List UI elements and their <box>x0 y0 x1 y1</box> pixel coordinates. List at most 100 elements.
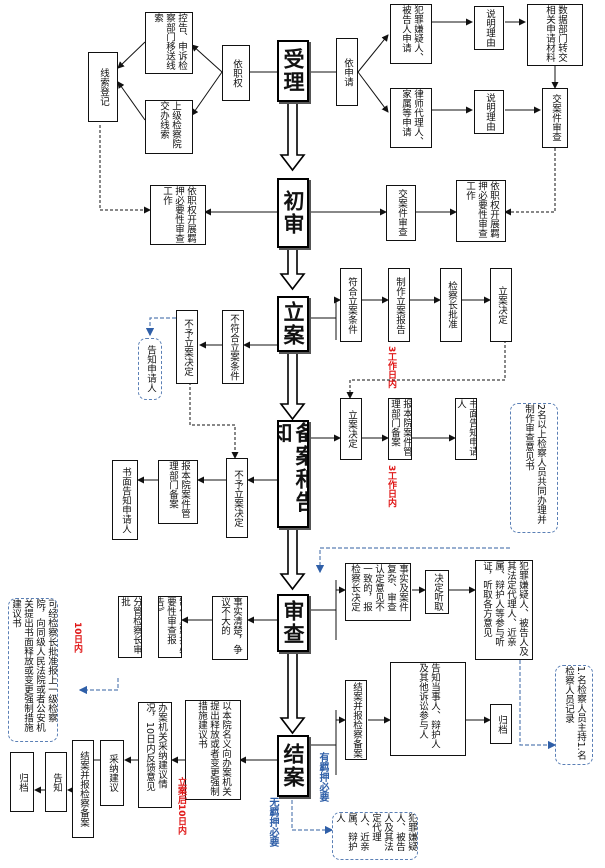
node-shuoming-1: 说明理由 <box>474 6 504 50</box>
node-beian-baosong: 报本院案件管理部门备案 <box>388 398 412 460</box>
node-shuoming-2: 说明理由 <box>474 90 504 134</box>
node-gongsu-jiancha: 控告、申诉检察部门移送线索 <box>145 12 193 74</box>
node-shuoming-1-label: 说明理由 <box>484 9 495 47</box>
node-beian-shumian-label: 书面告知申请人 <box>455 399 477 456</box>
node-buyu-lian-label: 不予立案决定 <box>182 318 193 376</box>
beian-time-limit-text: 3工作日内 <box>386 464 396 508</box>
node-lian-jueding: 立案决定 <box>490 268 512 342</box>
node-fanzui-xianyiren-label: 犯罪嫌疑人、被告人申请 <box>400 5 423 62</box>
node-jiean-gaozhi-2: 告知 <box>45 752 67 812</box>
node-chushen-right: 依职权开展羁押必要性审查工作 <box>456 180 506 242</box>
stage-jiean-label: 结案 <box>281 743 305 789</box>
node-beian-shumian: 书面告知申请人 <box>455 398 477 460</box>
node-jiean-guidang-left: 归档 <box>10 752 34 812</box>
node-jiean-dash-bottom: 犯罪嫌疑人、被告人及其法定代理人、近亲属、辩护人 <box>332 812 418 860</box>
node-fenguan-jianchazhang-label: 分管检察长审批 <box>119 597 142 654</box>
node-chushen-jiaoan-label: 交案件审查 <box>396 189 407 237</box>
stage-shencha-label: 审查 <box>281 600 305 646</box>
node-shencha-fanying: 事实及案件复杂、审查认定意见不一致的，报检察长决定 <box>345 563 411 621</box>
node-yi-zhiquan-label: 依职权 <box>231 58 242 88</box>
lian-time-limit-text: 3工作日内 <box>386 345 396 389</box>
node-xiansuo-dengji-label: 线索登记 <box>98 68 109 106</box>
node-yi-shenqing-label: 依申请 <box>342 57 353 87</box>
node-xiansuo-dengji: 线索登记 <box>88 52 118 122</box>
node-beian-baosong-label: 报本院案件管理部门备案 <box>389 399 412 456</box>
node-jiancharenyuan-label: 犯罪嫌疑人、被告人及其法定代理人、近亲属、辩护人等参与听证，听取各方意见 <box>481 561 528 656</box>
stage-chushen: 初审 <box>277 178 309 248</box>
node-shencha-zhizuo-label: 制作《羁押必要性审查报告》 <box>158 597 181 654</box>
node-jiancharenyuan: 犯罪嫌疑人、被告人及其法定代理人、近亲属、辩护人等参与听证，听取各方意见 <box>475 560 533 660</box>
shencha-time-limit: 10日内 <box>68 612 86 662</box>
node-jueding-tingqu-label: 决定听取 <box>432 573 443 611</box>
node-beian-shumian-2-label: 书面告知申请人 <box>120 466 131 534</box>
node-jiean-guidang-left-label: 归档 <box>17 772 28 792</box>
node-beian-dash-note: 2名以上检察人员共同办理并制作审查意见书 <box>510 403 558 533</box>
node-beian-lian-jueding: 立案决定 <box>340 398 362 460</box>
node-shuju-xiangguan-label: 数据部门转交相关申请材料 <box>544 5 567 62</box>
node-gaozhi-shenqingren: 告知申请人 <box>138 338 162 400</box>
node-shencha-fanying-label: 事实及案件复杂、审查认定意见不一致的，报检察长决定 <box>349 564 408 612</box>
node-zhizuo-lian-baogao-label: 制作立案报告 <box>394 276 405 334</box>
jiean-time-limit: 立案后10日内 <box>172 770 190 842</box>
node-beian-dash-note-label: 2名以上检察人员共同办理并制作审查意见书 <box>523 404 546 525</box>
node-shuoming-2-label: 说明理由 <box>484 93 495 131</box>
blue-label-youjiya: 有羁押必要 <box>312 745 332 809</box>
node-weituo-label: 律师代理人、家属等申请 <box>400 89 423 146</box>
node-jiean-zhu-yuan-label: 以本院名义向办案机关提出释放或者变更强制措施建议书 <box>196 701 231 796</box>
node-jiean-caina-label: 采纳建议 <box>107 754 118 792</box>
node-jiean-baocun: 结案并报检察备案 <box>345 680 367 760</box>
node-fuhe-lian: 符合立案条件 <box>340 268 362 342</box>
node-jiean-fankui: 办案机关采纳建议情况，10日内反馈意见 <box>138 702 172 808</box>
node-jiean-gaozhi-2-label: 告知 <box>51 772 62 792</box>
node-gaozhi-shenqingren-label: 告知申请人 <box>145 345 156 393</box>
node-shencha-dash-left-label: 可经检察长批准报上一级检察院，向同级人民法院或者公安机关提出书面释放或变更强制措… <box>10 599 57 732</box>
node-fanzui-xianyiren: 犯罪嫌疑人、被告人申请 <box>390 4 432 64</box>
beian-time-limit: 3工作日内 <box>381 462 401 510</box>
node-gongsu-jiancha-label: 控告、申诉检察部门移送线索 <box>152 13 187 70</box>
node-chushen-right-label: 依职权开展羁押必要性审查工作 <box>464 181 499 238</box>
node-jueding-tingqu: 决定听取 <box>425 570 449 614</box>
node-tijiao-shencha: 交案件审查 <box>542 88 568 148</box>
node-fuhe-lian-label: 符合立案条件 <box>346 276 357 334</box>
node-lian-jueding-label: 立案决定 <box>496 286 507 324</box>
node-shangji-jiaoban-label: 上级检察院交办线索 <box>158 101 181 149</box>
node-shishi-qingchu: 事实清楚，争议不大的 <box>212 596 248 660</box>
blue-label-wujiya: 无羁押必要 <box>262 790 282 854</box>
stage-jiean: 结案 <box>277 735 309 797</box>
node-shencha-dash-right: 1.名检察人员主持1.名检察人员记录 <box>555 665 593 765</box>
node-beian-baosong-2-label: 报本院案件管理部门备案 <box>167 461 190 518</box>
node-jiean-jieshu-label: 结案并报检察备案 <box>78 751 89 827</box>
node-yi-shenqing: 依申请 <box>336 38 358 106</box>
node-jiean-dash-bottom-label: 犯罪嫌疑人、被告人及其法定代理人、近亲属、辩护人 <box>334 813 417 851</box>
stage-shouli-label: 受理 <box>281 48 305 94</box>
node-beian-lian-jueding-label: 立案决定 <box>346 410 357 448</box>
node-beian-buyu-label: 不予立案决定 <box>232 469 243 527</box>
node-jiean-gaozhi-label: 告知当事人、辩护人及其他诉讼参与人 <box>417 663 440 749</box>
node-beian-buyu: 不予立案决定 <box>226 458 248 538</box>
stage-lian: 立案 <box>277 296 309 352</box>
node-weituo: 律师代理人、家属等申请 <box>390 88 432 148</box>
stage-chushen-label: 初审 <box>281 190 305 236</box>
blue-label-youjiya-text: 有羁押必要 <box>317 752 328 802</box>
node-bufuhe-label: 不符合立案条件 <box>228 313 239 381</box>
stage-flow-arrows <box>279 99 306 735</box>
node-jianchazhang-pizhun: 检察长批准 <box>440 268 462 342</box>
node-shishi-qingchu-label: 事实清楚，争议不大的 <box>219 597 242 654</box>
node-shencha-dash-right-label: 1.名检察人员主持1.名检察人员记录 <box>563 666 586 761</box>
node-shencha-dash-left: 可经检察长批准报上一级检察院，向同级人民法院或者公安机关提出书面释放或变更强制措… <box>8 598 58 742</box>
lian-time-limit: 3工作日内 <box>381 343 401 391</box>
jiean-time-limit-text: 立案后10日内 <box>176 777 186 835</box>
stage-beian-label: 备案和告知 <box>277 422 309 514</box>
node-fenguan-jianchazhang: 分管检察长审批 <box>118 596 142 658</box>
node-bufuhe: 不符合立案条件 <box>222 310 244 384</box>
stage-lian-label: 立案 <box>281 301 305 347</box>
node-jiean-guidang-right-label: 归档 <box>496 714 507 734</box>
node-chushen-left: 依职权开展羁押必要性审查工作 <box>150 185 206 245</box>
blue-label-wujiya-text: 无羁押必要 <box>267 797 278 847</box>
node-jiean-fankui-label: 办案机关采纳建议情况，10日内反馈意见 <box>144 703 167 792</box>
stage-shouli: 受理 <box>277 40 309 102</box>
node-jiean-gaozhi: 告知当事人、辩护人及其他诉讼参与人 <box>390 662 466 756</box>
node-jianchazhang-pizhun-label: 检察长批准 <box>446 281 457 329</box>
node-jiean-guidang-right: 归档 <box>490 704 512 744</box>
